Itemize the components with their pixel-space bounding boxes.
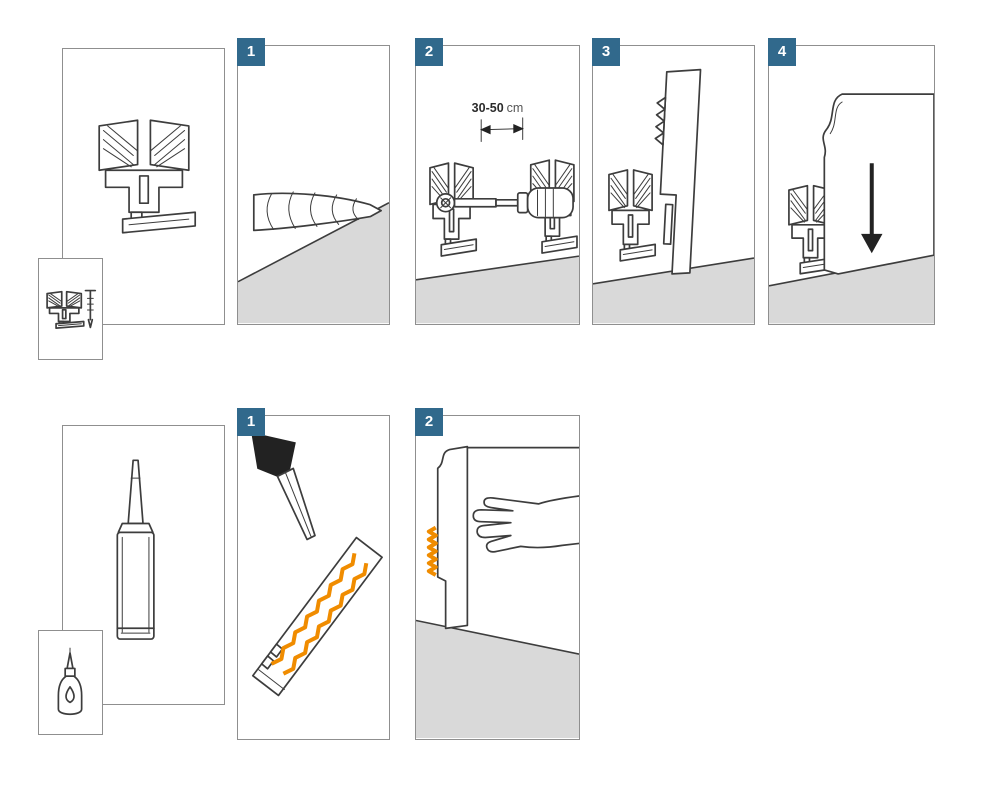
inset-glue-bottle xyxy=(38,630,103,735)
floor-surface xyxy=(769,254,934,324)
step-number-badge: 4 xyxy=(768,38,796,66)
pressing-skirting-down-icon xyxy=(769,46,934,324)
clip-and-screw-icon xyxy=(46,259,102,329)
pressing-hand-icon xyxy=(473,496,579,552)
step-number-badge: 1 xyxy=(237,38,265,66)
mounting-clips-with-screwdriver-icon xyxy=(416,46,579,324)
adhesive-bead xyxy=(283,563,366,674)
down-arrow-icon xyxy=(862,163,882,252)
floor-surface xyxy=(416,256,579,324)
step-number-badge: 3 xyxy=(592,38,620,66)
dimension-arrow-icon xyxy=(481,118,522,142)
panel-glue-step-2-press: 2 xyxy=(415,408,580,740)
floor-surface xyxy=(238,202,389,324)
skirting-board-back xyxy=(253,538,382,696)
floor-surface xyxy=(416,620,579,739)
screw-icon xyxy=(86,291,96,328)
panel-step-4-press-down: 4 xyxy=(768,38,935,325)
skirting-board-icon xyxy=(438,447,579,629)
skirting-board-icon xyxy=(823,94,934,274)
drill-bit-icon xyxy=(254,192,381,230)
hooking-skirting-onto-clip-icon xyxy=(593,46,754,324)
skirting-profile-icon xyxy=(648,67,700,274)
applying-adhesive-beads-icon xyxy=(238,416,389,739)
drop-icon xyxy=(66,687,74,703)
floor-surface xyxy=(593,258,754,324)
panel-step-1-drill: 1 xyxy=(237,38,390,325)
adhesive-bead xyxy=(272,553,355,664)
adhesive-bead xyxy=(429,528,436,575)
inset-clip-and-screw xyxy=(38,258,103,360)
glue-bottle-icon xyxy=(39,631,102,734)
applicator-gun-icon xyxy=(252,433,315,540)
panel-step-3-hook-skirting: 3 xyxy=(592,38,755,325)
pressing-skirting-to-wall-icon xyxy=(416,416,579,739)
adhesive-cartridge-icon xyxy=(63,426,224,704)
step-number-badge: 2 xyxy=(415,408,443,436)
screw-and-screwdriver-icon xyxy=(437,188,573,218)
step-number-badge: 2 xyxy=(415,38,443,66)
panel-glue-step-1-apply: 1 xyxy=(237,408,390,740)
step-number-badge: 1 xyxy=(237,408,265,436)
drill-bit-at-floor-corner-icon xyxy=(238,46,389,324)
